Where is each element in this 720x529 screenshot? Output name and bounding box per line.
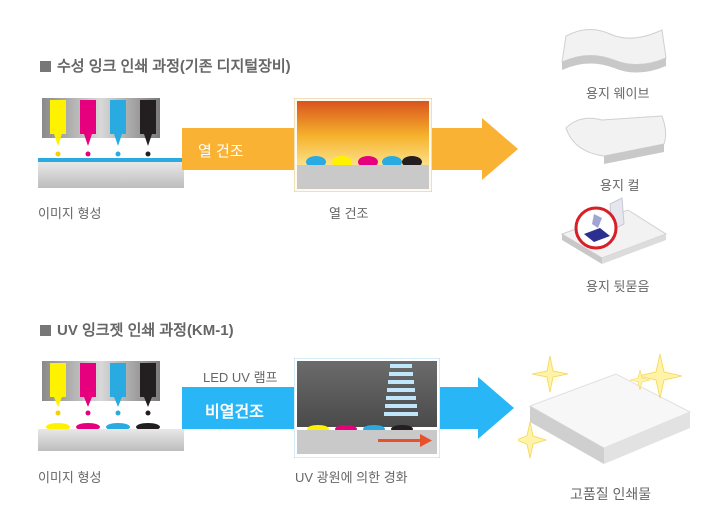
heat-arrow-label: 열 건조 bbox=[198, 143, 244, 160]
yellow-head bbox=[50, 100, 66, 134]
black-head bbox=[140, 100, 156, 134]
uv-curing-caption: UV 광원에 의한 경화 bbox=[295, 470, 408, 485]
uv-arrow-label: 비열건조 bbox=[205, 404, 264, 421]
setoff-paper-caption: 용지 뒷묻음 bbox=[586, 279, 650, 294]
heading-square-icon bbox=[40, 325, 51, 336]
uv-light-beam bbox=[384, 364, 418, 416]
curled-paper-caption: 용지 컬 bbox=[600, 178, 640, 193]
inkjet-printheads-illustration-uv bbox=[38, 361, 184, 451]
cyan-head bbox=[110, 100, 126, 134]
paper-sheet bbox=[38, 162, 184, 188]
result-caption: 고품질 인쇄물 bbox=[570, 486, 652, 502]
sparkling-paper-stack-icon bbox=[518, 353, 692, 464]
heat-dry-panel bbox=[294, 98, 432, 192]
heading-square-icon bbox=[40, 61, 51, 72]
heat-dry-caption: 열 건조 bbox=[329, 206, 369, 221]
led-uv-lamp-label: LED UV 램프 bbox=[203, 370, 278, 385]
setoff-highlight-circle bbox=[574, 206, 618, 250]
uv-stage1-caption: 이미지 형성 bbox=[38, 470, 102, 485]
wavy-paper-caption: 용지 웨이브 bbox=[586, 86, 650, 101]
inkjet-printheads-illustration bbox=[38, 98, 184, 188]
section2-heading: UV 잉크젯 인쇄 과정(KM-1) bbox=[40, 319, 234, 340]
direction-arrow-icon bbox=[378, 434, 432, 447]
ink-layer bbox=[38, 158, 184, 162]
wavy-paper-icon bbox=[561, 29, 667, 73]
curled-paper-icon bbox=[565, 115, 667, 164]
stage1-caption: 이미지 형성 bbox=[38, 206, 102, 221]
uv-curing-panel bbox=[294, 358, 440, 458]
ink-setoff-paper-icon bbox=[560, 197, 668, 264]
section1-heading: 수성 잉크 인쇄 과정(기존 디지털장비) bbox=[40, 55, 291, 76]
magenta-head bbox=[80, 100, 96, 134]
